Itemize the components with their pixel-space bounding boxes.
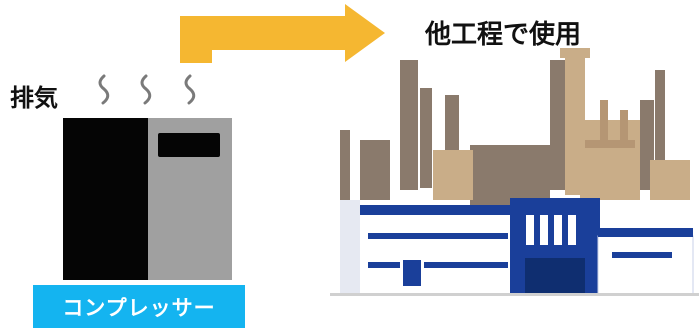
other-process-use-label: 他工程で使用 [425,20,582,50]
exhaust-label: 排気 [10,84,58,112]
compressor-caption: コンプレッサー [33,285,245,328]
